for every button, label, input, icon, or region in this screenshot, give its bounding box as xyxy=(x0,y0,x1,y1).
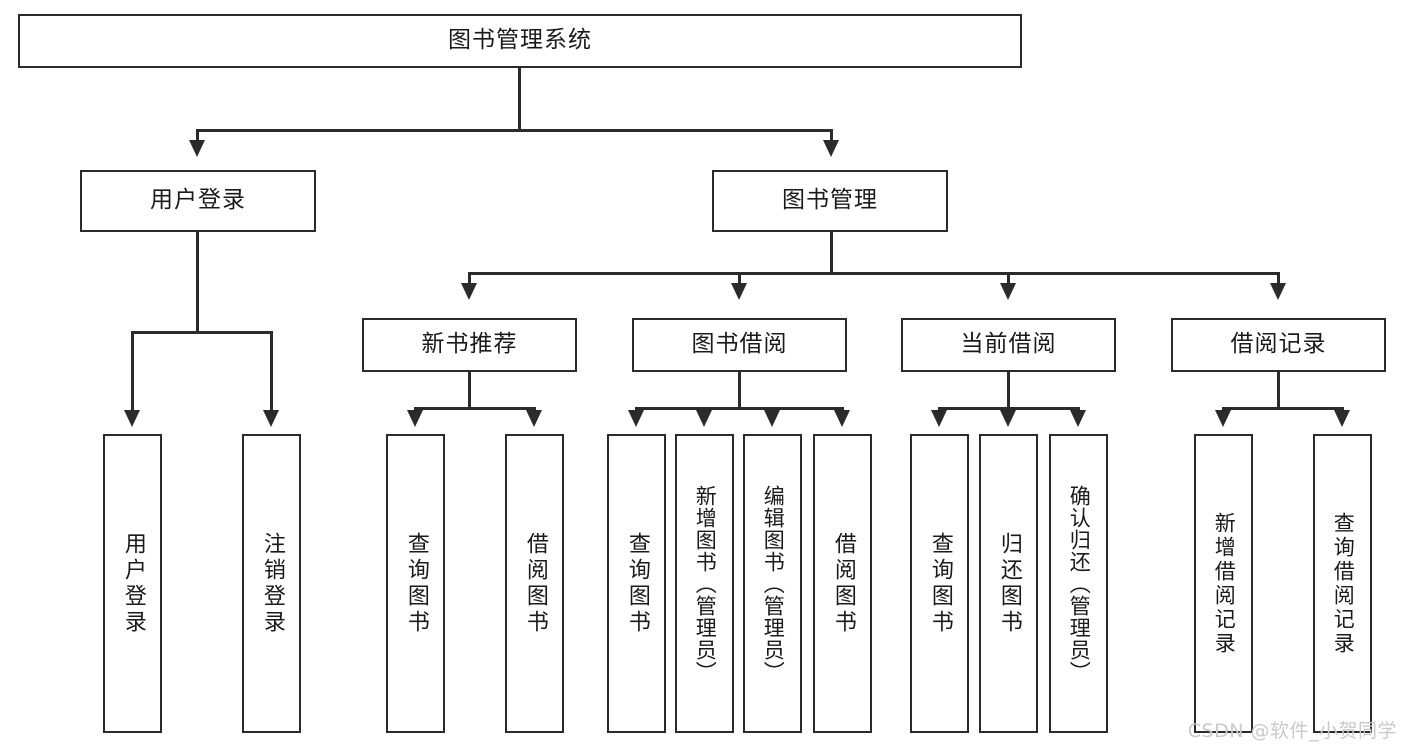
leaf-record-add-record[interactable]: 新增借阅记录 xyxy=(1194,434,1253,733)
leaf-new-book-borrow-book[interactable]: 借阅图书 xyxy=(505,434,564,733)
node-label: 新增借阅记录 xyxy=(1212,511,1237,656)
node-new-book-recommend[interactable]: 新书推荐 xyxy=(362,318,577,372)
connector-book-management-bar xyxy=(468,272,1280,275)
leaf-borrow-edit-book-admin[interactable]: 编辑图书（管理员） xyxy=(743,434,802,733)
node-label: 用户登录 xyxy=(120,531,146,636)
connector-bm-to-current-borrow xyxy=(1007,272,1010,289)
leaf-current-return-book[interactable]: 归还图书 xyxy=(979,434,1038,733)
arrow-new-book-leaf-2 xyxy=(526,410,542,427)
node-label: 图书管理 xyxy=(782,187,878,214)
node-root-book-management-system[interactable]: 图书管理系统 xyxy=(18,14,1022,68)
connector-root-bar xyxy=(196,129,833,132)
connector-bm-to-borrow-record xyxy=(1277,272,1280,289)
connector-borrow-book-bar xyxy=(635,407,844,410)
arrow-current-borrow-leaf-3 xyxy=(1070,410,1086,427)
node-label: 图书借阅 xyxy=(691,331,788,358)
arrow-bm-to-current-borrow xyxy=(1000,283,1016,300)
connector-user-login-stem xyxy=(196,232,199,333)
node-user-login[interactable]: 用户登录 xyxy=(80,170,316,232)
connector-root-to-book-management xyxy=(830,129,833,148)
arrow-new-book-leaf-1 xyxy=(407,410,423,427)
node-label: 新书推荐 xyxy=(421,331,518,358)
node-label: 借阅图书 xyxy=(830,531,856,636)
leaf-borrow-query-book[interactable]: 查询图书 xyxy=(607,434,666,733)
connector-borrow-book-stem xyxy=(738,372,741,410)
leaf-current-confirm-return-admin[interactable]: 确认归还（管理员） xyxy=(1049,434,1108,733)
node-current-borrow[interactable]: 当前借阅 xyxy=(901,318,1116,372)
arrow-user-login-leaf-1 xyxy=(124,410,140,427)
csdn-watermark: CSDN @软件_小贺同学 xyxy=(1187,720,1397,742)
connector-user-login-bar xyxy=(131,331,273,334)
arrow-borrow-book-leaf-3 xyxy=(764,410,780,427)
arrow-bm-to-new-book xyxy=(461,283,477,300)
node-label: 借阅图书 xyxy=(522,531,548,636)
leaf-borrow-add-book-admin[interactable]: 新增图书（管理员） xyxy=(675,434,734,733)
arrow-bm-to-borrow-book xyxy=(731,283,747,300)
arrow-bm-to-borrow-record xyxy=(1270,283,1286,300)
node-label: 编辑图书（管理员） xyxy=(761,484,786,683)
leaf-current-query-book[interactable]: 查询图书 xyxy=(910,434,969,733)
node-label: 图书管理系统 xyxy=(448,27,592,54)
leaf-borrow-borrow-book[interactable]: 借阅图书 xyxy=(813,434,872,733)
connector-borrow-record-stem xyxy=(1277,372,1280,410)
node-borrow-record[interactable]: 借阅记录 xyxy=(1171,318,1386,372)
node-label: 查询图书 xyxy=(624,531,650,636)
leaf-logout[interactable]: 注销登录 xyxy=(242,434,301,733)
connector-user-login-leaf-2 xyxy=(270,331,273,419)
connector-root-to-user-login xyxy=(196,129,199,148)
connector-user-login-leaf-1 xyxy=(131,331,134,419)
arrow-user-login-leaf-2 xyxy=(263,410,279,427)
connector-root-stem xyxy=(518,68,521,131)
arrow-root-to-book-management xyxy=(823,140,839,157)
arrow-current-borrow-leaf-2 xyxy=(1000,410,1016,427)
leaf-new-book-query-book[interactable]: 查询图书 xyxy=(386,434,445,733)
leaf-record-query-record[interactable]: 查询借阅记录 xyxy=(1313,434,1372,733)
arrow-borrow-record-leaf-2 xyxy=(1334,410,1350,427)
node-label: 归还图书 xyxy=(996,531,1022,636)
arrow-borrow-book-leaf-1 xyxy=(628,410,644,427)
connector-bm-to-borrow-book xyxy=(738,272,741,289)
node-label: 借阅记录 xyxy=(1230,331,1327,358)
arrow-borrow-record-leaf-1 xyxy=(1215,410,1231,427)
arrow-root-to-user-login xyxy=(189,140,205,157)
connector-new-book-bar xyxy=(414,407,536,410)
connector-new-book-stem xyxy=(468,372,471,410)
connector-book-management-stem xyxy=(830,232,833,274)
arrow-current-borrow-leaf-1 xyxy=(931,410,947,427)
arrow-borrow-book-leaf-4 xyxy=(834,410,850,427)
node-book-borrow[interactable]: 图书借阅 xyxy=(632,318,847,372)
node-label: 注销登录 xyxy=(259,531,285,636)
node-label: 用户登录 xyxy=(150,187,246,214)
connector-bm-to-new-book xyxy=(468,272,471,289)
node-label: 确认归还（管理员） xyxy=(1067,484,1092,683)
node-label: 查询图书 xyxy=(403,531,429,636)
connector-current-borrow-stem xyxy=(1007,372,1010,410)
node-book-management[interactable]: 图书管理 xyxy=(712,170,948,232)
node-label: 查询借阅记录 xyxy=(1331,511,1356,656)
connector-borrow-record-bar xyxy=(1222,407,1344,410)
node-label: 新增图书（管理员） xyxy=(693,484,718,683)
node-label: 当前借阅 xyxy=(960,331,1057,358)
arrow-borrow-book-leaf-2 xyxy=(696,410,712,427)
node-label: 查询图书 xyxy=(927,531,953,636)
leaf-user-login[interactable]: 用户登录 xyxy=(103,434,162,733)
